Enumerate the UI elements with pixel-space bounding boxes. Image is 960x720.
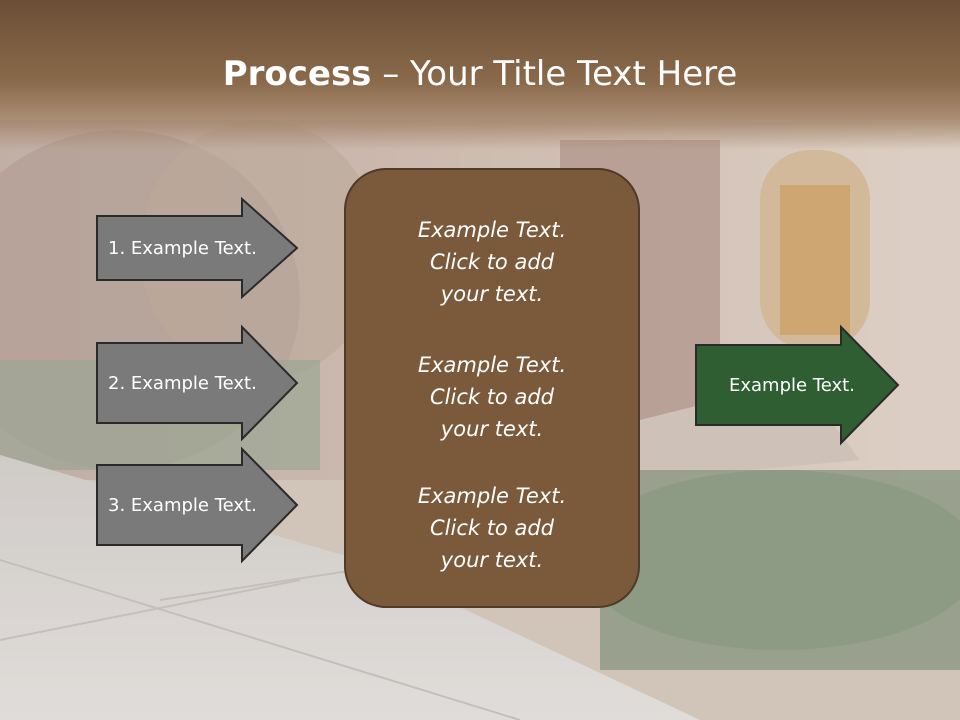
center-block-3-line-2: Click to add [429,516,554,540]
step-label-3: 3. Example Text. [108,494,257,516]
center-block-1: Example Text. Click to add your text. [346,214,638,310]
step-arrow-2[interactable]: 2. Example Text. [96,324,299,442]
center-block-2-line-3: your text. [440,417,544,441]
center-block-1-line-2: Click to add [429,250,554,274]
step-label-2: 2. Example Text. [108,372,257,394]
center-block-2-line-1: Example Text. [417,353,567,377]
center-text-box[interactable]: Example Text. Click to add your text. Ex… [344,168,640,608]
title-rest: – Your Title Text Here [371,54,738,94]
step-arrow-1[interactable]: 1. Example Text. [96,196,299,300]
center-block-2-line-2: Click to add [429,385,554,409]
center-block-2: Example Text. Click to add your text. [346,349,638,445]
step-label-1: 1. Example Text. [108,237,257,259]
step-arrow-3[interactable]: 3. Example Text. [96,446,299,564]
result-arrow[interactable]: Example Text. [695,324,900,446]
title-bar [0,0,960,150]
title-bold: Process [222,54,372,94]
center-block-3-line-1: Example Text. [417,484,567,508]
center-block-3: Example Text. Click to add your text. [346,480,638,576]
center-block-1-line-3: your text. [440,282,544,306]
page-title[interactable]: Process – Your Title Text Here [0,52,960,96]
center-block-3-line-3: your text. [440,548,544,572]
center-block-1-line-1: Example Text. [417,218,567,242]
result-label: Example Text. [729,374,855,396]
